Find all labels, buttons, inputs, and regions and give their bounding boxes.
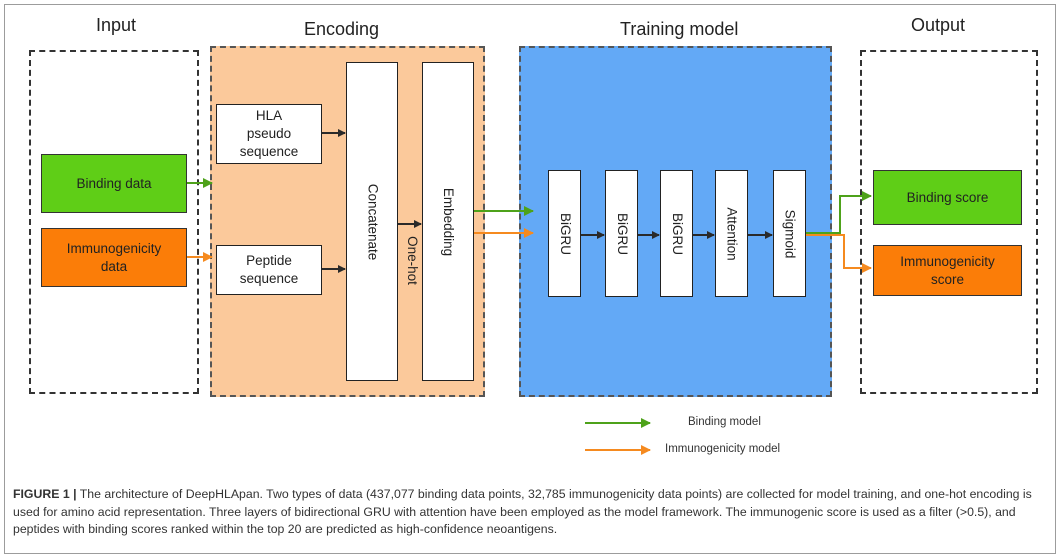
binding-data-label: Binding data — [76, 175, 152, 191]
caption-label: FIGURE 1 | — [13, 487, 77, 501]
caption-text: The architecture of DeepHLApan. Two type… — [13, 487, 1032, 536]
immunogenicity-data-label-line2: data — [100, 258, 128, 274]
hla-label-line1: HLA — [255, 108, 283, 123]
binding-data-box: Binding data — [41, 154, 187, 213]
bigru-layer-1: BiGRU — [548, 170, 581, 297]
section-title-training: Training model — [620, 19, 739, 39]
hla-pseudo-sequence-box: HLA pseudo sequence — [216, 104, 322, 164]
section-title-output: Output — [911, 15, 966, 35]
figure-caption: FIGURE 1 | The architecture of DeepHLApa… — [13, 486, 1043, 539]
binding-score-box: Binding score — [873, 170, 1022, 225]
figure-frame — [4, 4, 1056, 554]
binding-score-label: Binding score — [906, 189, 989, 205]
bigru-layer-3: BiGRU — [660, 170, 693, 297]
immunogenicity-data-box: Immunogenicity data — [41, 228, 187, 287]
embedding-box: Embedding — [422, 62, 474, 381]
immunogenicity-score-label-line2: score — [930, 271, 964, 287]
peptide-sequence-box: Peptide sequence — [216, 245, 322, 295]
attention-layer: Attention — [715, 170, 748, 297]
hla-label-line3: sequence — [239, 144, 299, 159]
section-title-encoding: Encoding — [304, 19, 380, 39]
input-section — [29, 50, 199, 394]
legend-immuno-label: Immunogenicity model — [665, 443, 781, 455]
sigmoid-layer: Sigmoid — [773, 170, 806, 297]
sigmoid-to-immuno-score-arrow — [806, 234, 872, 273]
bigru-layer-2: BiGRU — [605, 170, 638, 297]
immunogenicity-score-box: Immunogenicity score — [873, 245, 1022, 296]
section-title-input: Input — [96, 15, 137, 35]
immunogenicity-data-label-line1: Immunogenicity — [66, 240, 162, 256]
sigmoid-to-binding-score-arrow — [806, 191, 872, 234]
immunogenicity-score-label-line1: Immunogenicity — [900, 253, 995, 269]
peptide-label-line1: Peptide — [246, 253, 292, 268]
legend-binding-label: Binding model — [688, 416, 761, 428]
concatenate-box: Concatenate — [346, 62, 398, 381]
peptide-label-line2: sequence — [239, 271, 299, 286]
output-section — [860, 50, 1038, 394]
hla-label-line2: pseudo — [246, 126, 292, 141]
